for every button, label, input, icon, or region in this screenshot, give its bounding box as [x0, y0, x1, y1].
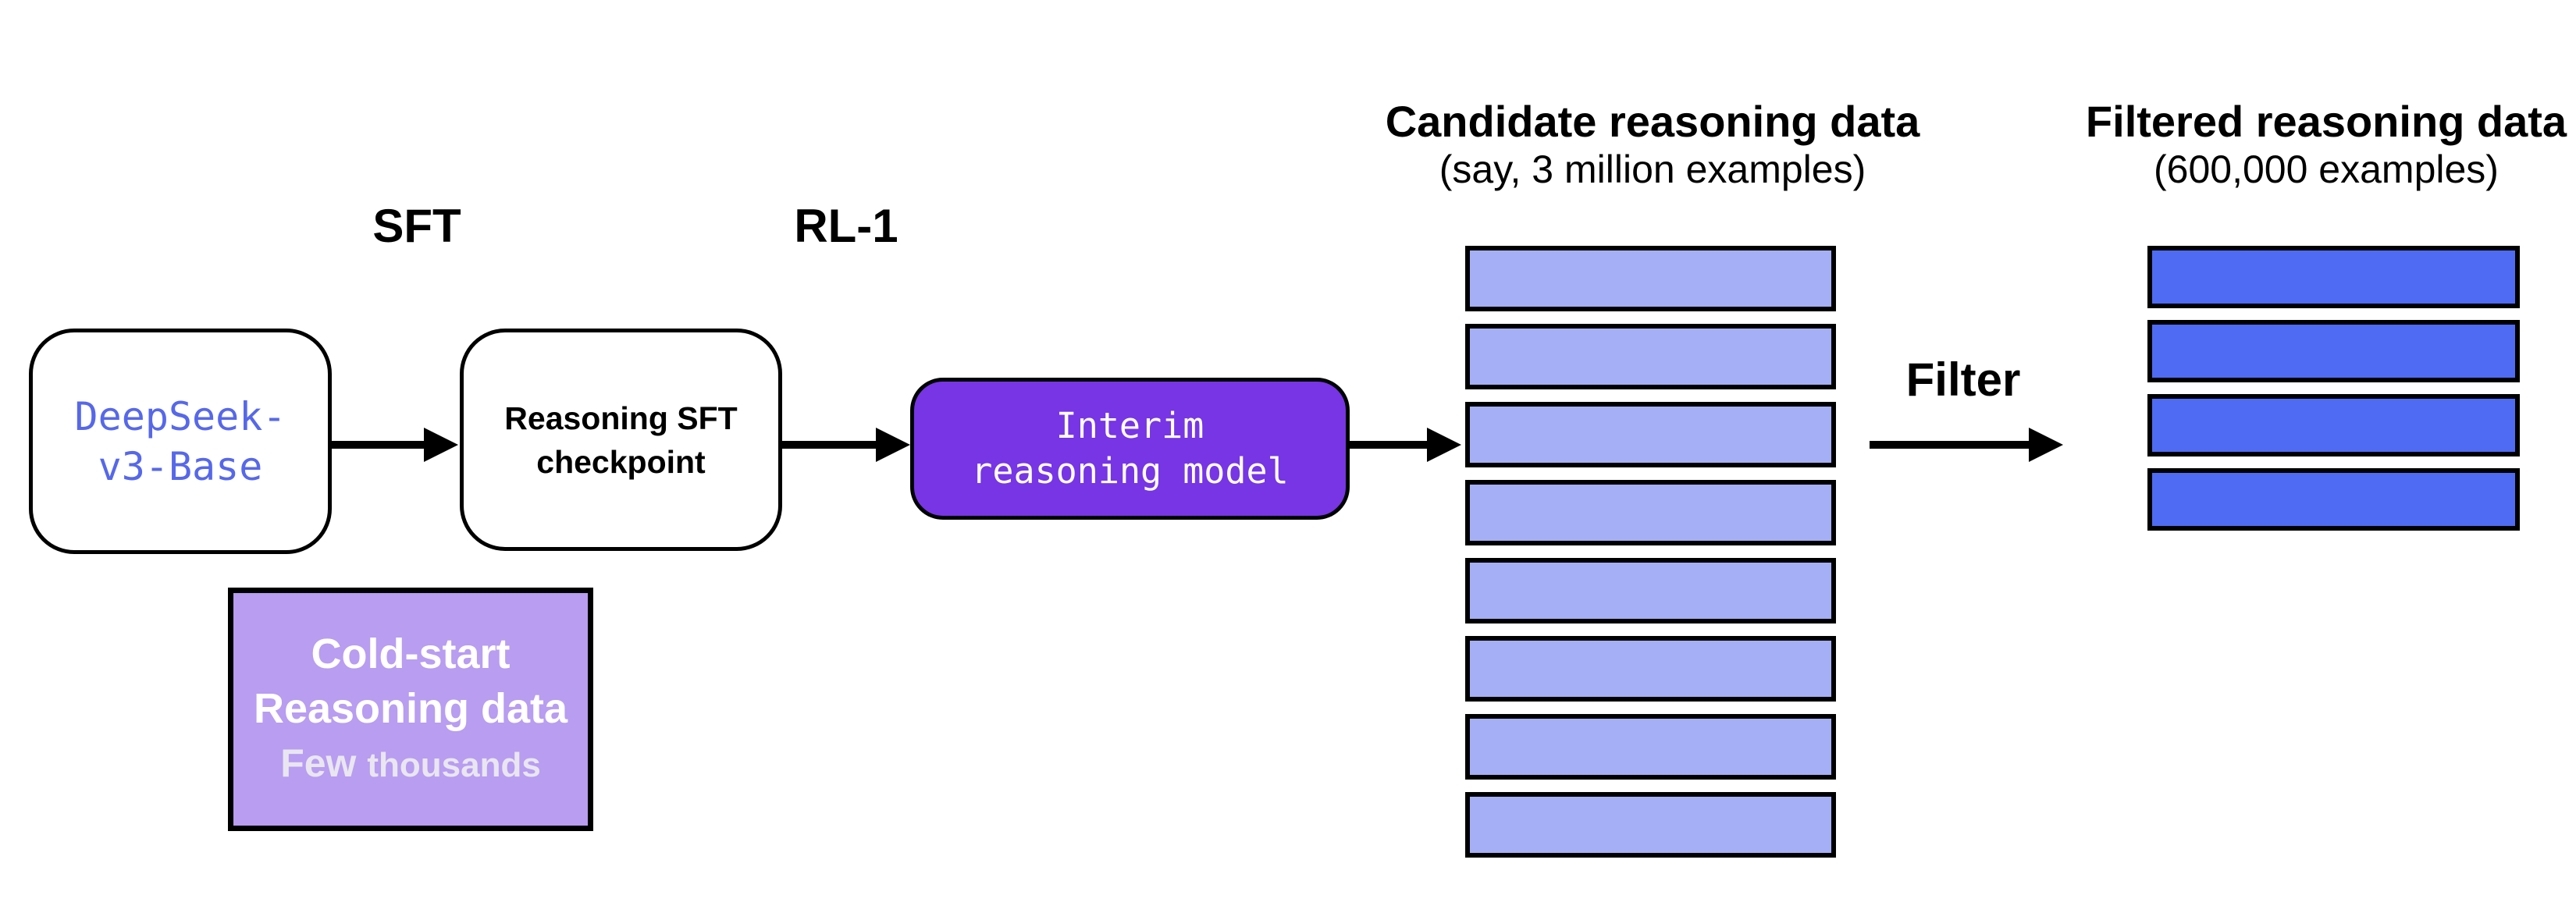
stage-label-sft: SFT: [372, 200, 461, 252]
node-label-line1: Reasoning SFT: [504, 400, 738, 436]
candidate-stack-header: Candidate reasoning data (say, 3 million…: [1340, 97, 1965, 192]
node-label-line2: reasoning model: [971, 450, 1289, 492]
candidate-stack-subtitle: (say, 3 million examples): [1439, 147, 1866, 191]
node-label-line1: Interim: [1055, 405, 1204, 446]
arrow-filter-step: [1870, 428, 2063, 462]
data-bar: [2147, 320, 2520, 382]
arrow-line: [782, 441, 876, 449]
arrow-sft-step: [332, 428, 458, 462]
node-cold-start-data: Cold-start Reasoning data Few thousands: [228, 588, 593, 831]
arrow-rl1-step: [782, 428, 910, 462]
data-bar: [1465, 558, 1836, 623]
data-bar: [1465, 246, 1836, 311]
node-label-line1: DeepSeek-: [74, 393, 286, 439]
arrow-line: [1350, 441, 1427, 449]
node-label-line2: v3-Base: [98, 443, 263, 489]
data-bar: [2147, 246, 2520, 308]
filtered-data-bars: [2147, 246, 2520, 531]
data-bar: [1465, 324, 1836, 389]
data-bar: [1465, 636, 1836, 702]
filtered-stack-title: Filtered reasoning data: [2085, 97, 2567, 146]
node-label-line2: checkpoint: [536, 443, 706, 480]
candidate-data-bars: [1465, 246, 1836, 858]
arrow-line: [332, 441, 424, 449]
data-bar: [1465, 402, 1836, 467]
node-deepseek-v3-base-label: DeepSeek- v3-Base: [75, 392, 286, 492]
cold-start-size-note: Few thousands: [280, 736, 541, 793]
filtered-stack-subtitle: (600,000 examples): [2154, 147, 2499, 191]
candidate-stack-title: Candidate reasoning data: [1385, 97, 1920, 146]
data-bar: [2147, 394, 2520, 456]
data-bar: [1465, 714, 1836, 780]
arrow-generate-data: [1350, 428, 1461, 462]
arrow-head: [876, 428, 910, 462]
arrow-line: [1870, 441, 2029, 449]
filtered-stack-header: Filtered reasoning data (600,000 example…: [2053, 97, 2576, 192]
node-checkpoint-label: Reasoning SFT checkpoint: [504, 396, 737, 484]
data-bar: [2147, 468, 2520, 531]
cold-start-size-word2: thousands: [367, 745, 541, 784]
cold-start-line1: Cold-start: [311, 630, 511, 677]
filter-label: Filter: [1905, 353, 2021, 406]
arrow-head: [424, 428, 458, 462]
data-bar: [1465, 792, 1836, 858]
node-reasoning-sft-checkpoint: Reasoning SFT checkpoint: [460, 329, 782, 551]
stage-label-rl1: RL-1: [794, 200, 898, 252]
arrow-head: [2029, 428, 2063, 462]
node-deepseek-v3-base: DeepSeek- v3-Base: [29, 329, 332, 554]
cold-start-line2: Reasoning data: [253, 684, 568, 732]
node-interim-reasoning-model: Interim reasoning model: [910, 378, 1350, 520]
arrow-head: [1427, 428, 1461, 462]
node-interim-label: Interim reasoning model: [971, 403, 1288, 494]
cold-start-size-word1: Few: [280, 741, 357, 785]
data-bar: [1465, 480, 1836, 545]
